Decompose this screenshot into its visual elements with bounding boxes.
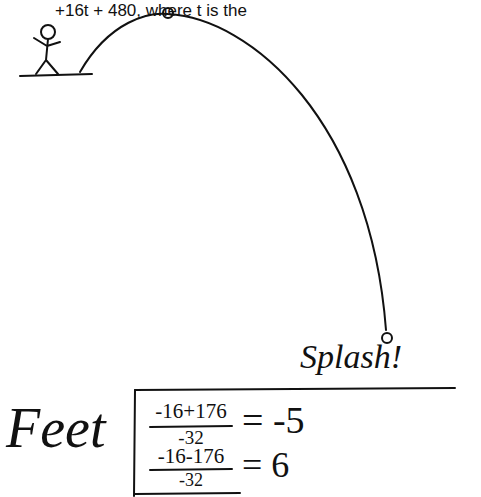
result: = 6 [242,446,289,486]
box-bottom [135,493,240,494]
numerator: -16+176 [145,400,237,423]
splash-note: Splash! [300,338,402,375]
ground-line [20,74,92,76]
fraction-bar [150,426,232,427]
trajectory-arc [80,14,386,330]
problem-text: +16t + 480, where t is the [55,2,247,21]
fraction-bar [150,469,232,470]
numerator: -16-176 [145,445,237,468]
units-note: Feet [6,398,105,460]
stick-figure [34,38,60,74]
box-side [134,390,135,496]
result: = -5 [242,400,305,442]
denominator: -32 [145,471,237,491]
box-top [135,388,455,390]
stick-head [41,25,55,39]
